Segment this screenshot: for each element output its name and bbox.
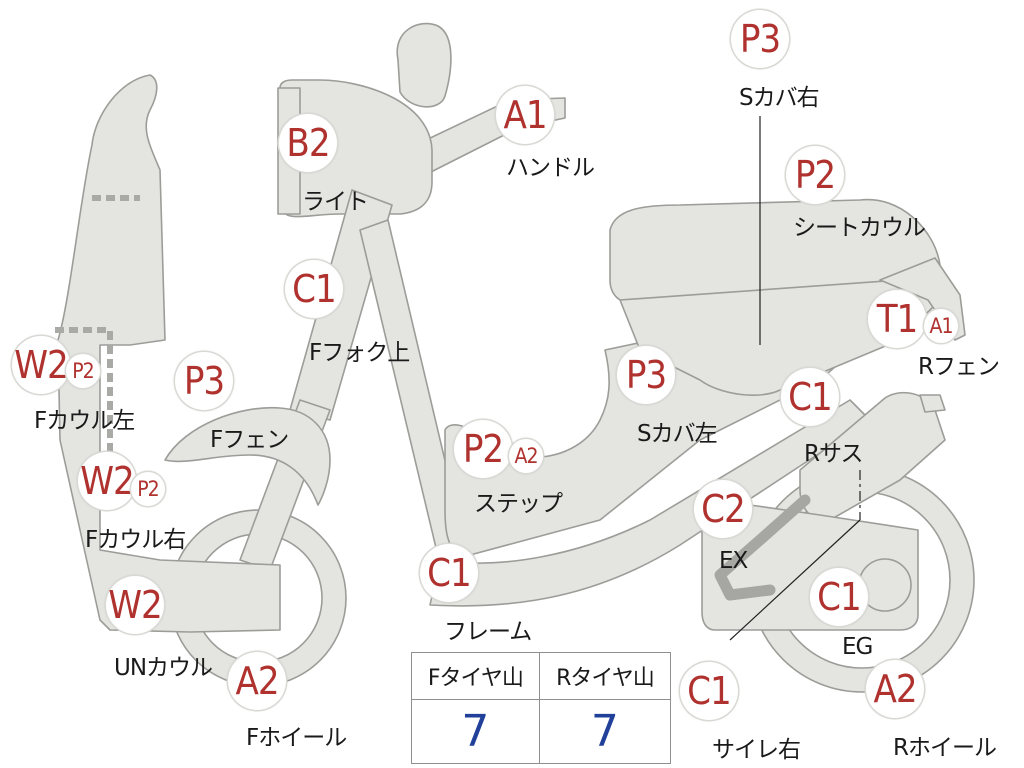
part-code-badge-secondary: A1 <box>924 309 958 343</box>
rear-tread-value: 7 <box>538 699 672 764</box>
part-label: サイレ右 <box>712 737 801 763</box>
part-label: Rホイール <box>893 735 997 761</box>
part-code-badge: P3 <box>617 346 675 404</box>
part-code-badge: W2 <box>12 336 70 394</box>
part-code-badge: A2 <box>866 660 924 718</box>
part-label: シートカウル <box>793 215 926 241</box>
part-label: UNカウル <box>114 655 213 681</box>
part-label: Fホイール <box>246 725 347 751</box>
part-label: Fフォク上 <box>309 340 410 366</box>
part-label: Fカウル右 <box>85 527 186 553</box>
part-label: ステップ <box>474 491 563 517</box>
part-label: Fカウル左 <box>34 408 135 434</box>
part-code-badge: W2 <box>106 576 164 634</box>
exhaust-pipe <box>714 494 811 601</box>
part-code-badge: B2 <box>279 114 337 172</box>
part-code-badge: T1 <box>868 290 926 348</box>
part-code-badge: C1 <box>420 544 478 602</box>
part-code-badge: C1 <box>285 260 343 318</box>
front-cowl <box>57 74 281 633</box>
part-code-badge-secondary: A2 <box>509 439 543 473</box>
part-label: フレーム <box>444 619 532 645</box>
part-label: Rサス <box>804 441 864 467</box>
part-code-badge: P2 <box>786 146 844 204</box>
part-label: ハンドル <box>506 155 595 181</box>
part-code-badge: P3 <box>731 10 789 68</box>
part-label: Fフェン <box>210 427 289 453</box>
mirror <box>396 22 452 108</box>
part-code-badge: C1 <box>810 568 868 626</box>
part-code-badge: A2 <box>228 652 286 710</box>
part-code-badge: C1 <box>781 368 839 426</box>
part-code-badge: P2 <box>454 420 512 478</box>
part-code-badge: C2 <box>694 480 752 538</box>
part-code-badge-secondary: P2 <box>66 354 100 388</box>
front-fender <box>164 406 331 506</box>
part-code-badge-secondary: P2 <box>131 472 165 506</box>
part-code-badge: P3 <box>175 352 233 410</box>
part-label: ライト <box>302 189 369 215</box>
part-label: Rフェン <box>918 354 1000 380</box>
part-label: EG <box>842 634 873 660</box>
front-tread-value: 7 <box>411 699 540 764</box>
part-code-badge: C1 <box>680 662 738 720</box>
part-label: Sカバ右 <box>739 85 820 111</box>
part-label: EX <box>719 548 748 574</box>
rear-tread-header: Rタイヤ山 <box>538 652 672 700</box>
front-tread-header: Fタイヤ山 <box>411 652 540 700</box>
part-label: Sカバ左 <box>637 421 718 447</box>
tire-tread-table: Fタイヤ山 Rタイヤ山 7 7 <box>411 652 672 764</box>
part-code-badge: W2 <box>78 452 136 510</box>
part-code-badge: A1 <box>496 86 554 144</box>
